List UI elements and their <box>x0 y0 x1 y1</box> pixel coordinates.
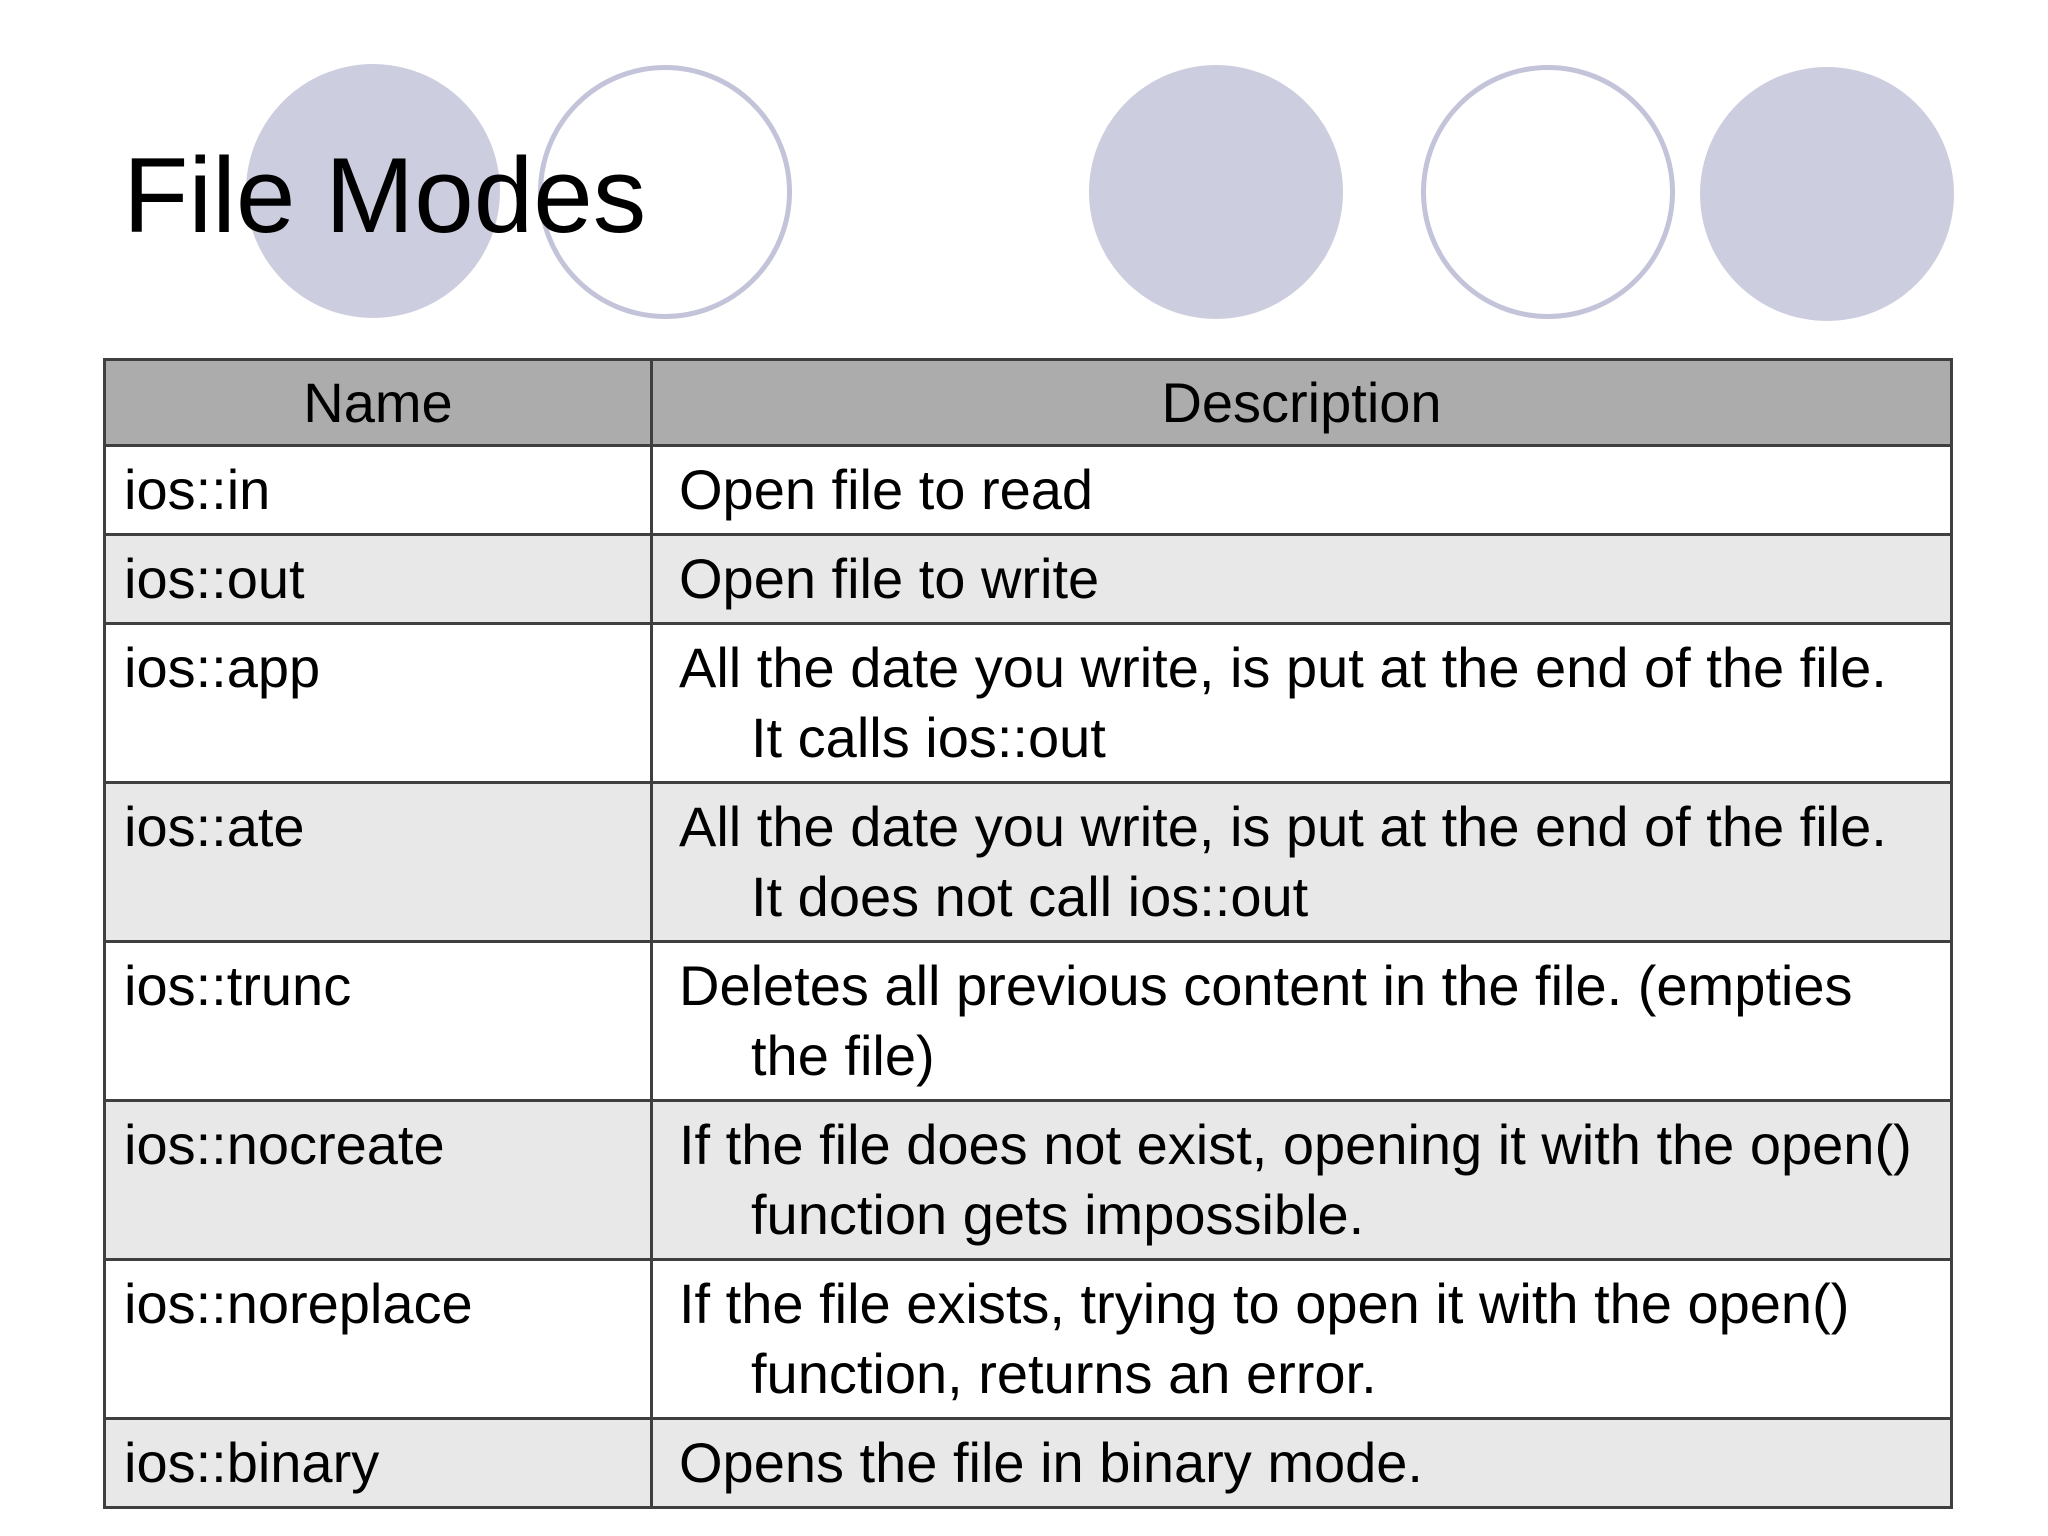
mode-description-cell: All the date you write, is put at the en… <box>650 622 1953 784</box>
file-modes-table: Name Description ios::in Open file to re… <box>103 358 1953 1509</box>
mode-description-cell: Open file to write <box>650 533 1953 625</box>
mode-description-cell: Opens the file in binary mode. <box>650 1417 1953 1509</box>
table-row: ios::noreplace If the file exists, tryin… <box>103 1258 1953 1420</box>
mode-name-cell: ios::app <box>103 622 653 784</box>
mode-name-cell: ios::nocreate <box>103 1099 653 1261</box>
table-row: ios::ate All the date you write, is put … <box>103 781 1953 943</box>
description-line: function, returns an error. <box>751 1342 1377 1405</box>
column-header-name: Name <box>103 358 653 447</box>
column-header-description: Description <box>650 358 1953 447</box>
description-line: Open file to read <box>679 458 1094 521</box>
description-line: It does not call ios::out <box>751 865 1309 928</box>
table-row: ios::trunc Deletes all previous content … <box>103 940 1953 1102</box>
mode-description-cell: If the file exists, trying to open it wi… <box>650 1258 1953 1420</box>
table-row: ios::in Open file to read <box>103 444 1953 536</box>
mode-description-cell: Open file to read <box>650 444 1953 536</box>
description-line: Open file to write <box>679 547 1100 610</box>
decorative-circle-outlined <box>538 65 792 319</box>
decorative-circle-outlined <box>1421 65 1675 319</box>
description-line: the file) <box>751 1024 935 1087</box>
mode-name-cell: ios::trunc <box>103 940 653 1102</box>
description-line: If the file exists, trying to open it wi… <box>679 1272 1850 1335</box>
mode-name-cell: ios::out <box>103 533 653 625</box>
table-row: ios::app All the date you write, is put … <box>103 622 1953 784</box>
mode-description-cell: All the date you write, is put at the en… <box>650 781 1953 943</box>
table-row: ios::binary Opens the file in binary mod… <box>103 1417 1953 1509</box>
decorative-circle-filled <box>1700 67 1954 321</box>
slide-title: File Modes <box>123 135 647 255</box>
table-header-row: Name Description <box>103 358 1953 447</box>
table-row: ios::out Open file to write <box>103 533 1953 625</box>
description-line: function gets impossible. <box>751 1183 1365 1246</box>
mode-name-cell: ios::binary <box>103 1417 653 1509</box>
decorative-circle-filled <box>1089 65 1343 319</box>
description-line: If the file does not exist, opening it w… <box>679 1113 1912 1176</box>
mode-name-cell: ios::in <box>103 444 653 536</box>
description-line: All the date you write, is put at the en… <box>679 795 1887 858</box>
mode-description-cell: Deletes all previous content in the file… <box>650 940 1953 1102</box>
description-line: All the date you write, is put at the en… <box>679 636 1887 699</box>
table-row: ios::nocreate If the file does not exist… <box>103 1099 1953 1261</box>
description-line: It calls ios::out <box>751 706 1106 769</box>
description-line: Opens the file in binary mode. <box>679 1431 1423 1494</box>
description-line: Deletes all previous content in the file… <box>679 954 1853 1017</box>
mode-description-cell: If the file does not exist, opening it w… <box>650 1099 1953 1261</box>
decorative-circle-filled <box>246 64 500 318</box>
mode-name-cell: ios::ate <box>103 781 653 943</box>
mode-name-cell: ios::noreplace <box>103 1258 653 1420</box>
